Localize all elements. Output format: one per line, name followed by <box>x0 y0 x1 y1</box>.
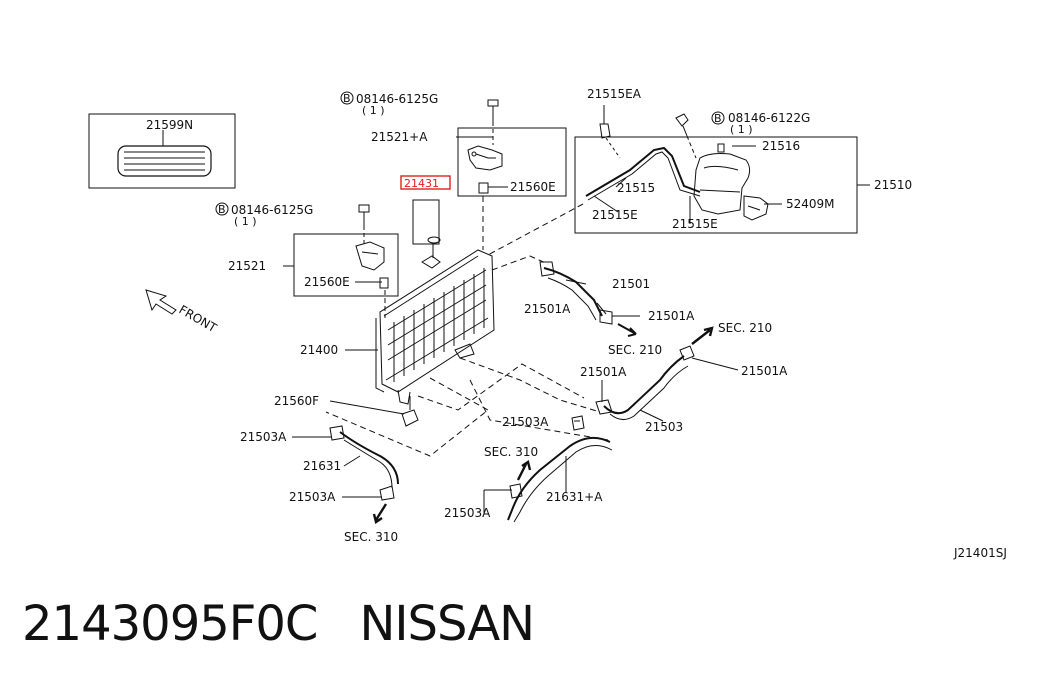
label-21515e-a: 21515E <box>592 208 638 222</box>
label-21503a-1: 21503A <box>240 430 287 444</box>
arrow-icon <box>617 323 637 337</box>
cap-seal-icon <box>427 236 441 244</box>
label-21431: 21431 <box>404 177 439 190</box>
label-sec210-a: SEC. 210 <box>718 321 772 335</box>
arrow-icon-3 <box>372 503 388 524</box>
bracket-upper-icon <box>467 145 503 171</box>
label-21521: 21521 <box>228 259 266 273</box>
bolt-symbol-c-letter: B <box>714 112 722 125</box>
label-21503: 21503 <box>645 420 683 434</box>
label-21501a-2: 21501A <box>648 309 695 323</box>
bolt-symbol-b-icon <box>215 202 229 216</box>
label-sec210-b: SEC. 210 <box>608 343 662 357</box>
bolt-symbol-b-letter: B <box>218 203 226 216</box>
hose-21631a-icon <box>507 436 611 521</box>
label-21516: 21516 <box>762 139 800 153</box>
bolt-icon-2 <box>358 204 370 226</box>
label-front: FRONT <box>177 302 220 335</box>
bolt-symbol-a-icon <box>340 91 354 105</box>
label-21510: 21510 <box>874 178 912 192</box>
label-21560e-left: 21560E <box>304 275 350 289</box>
label-21515: 21515 <box>617 181 655 195</box>
arrow-icon-2 <box>691 326 714 345</box>
label-bolt-c: 08146-6122G <box>728 111 810 125</box>
label-bolt-a: 08146-6125G <box>356 92 438 106</box>
label-21599n-box <box>88 113 236 189</box>
rubber-21560f-icon <box>401 409 419 427</box>
label-21501: 21501 <box>612 277 650 291</box>
label-21515ea: 21515EA <box>587 87 642 101</box>
label-52409m: 52409M <box>786 197 835 211</box>
hose-21515-icon <box>585 146 701 197</box>
label-21503a-3: 21503A <box>289 490 336 504</box>
reservoir-tank-icon <box>693 153 751 215</box>
label-21560e-top: 21560E <box>510 180 556 194</box>
label-21631: 21631 <box>303 459 341 473</box>
label-bolt-b-qty: ( 1 ) <box>234 215 257 228</box>
bracket-lower-icon <box>355 241 385 271</box>
bolt-symbol-a-letter: B <box>343 92 351 105</box>
label-bolt-a-qty: ( 1 ) <box>362 104 385 117</box>
rubber-mount-icon-2 <box>379 277 389 289</box>
label-sec310-a: SEC. 310 <box>484 445 538 459</box>
bracket-21521-box <box>293 233 399 297</box>
label-21515e-b: 21515E <box>672 217 718 231</box>
label-bolt-b: 08146-6125G <box>231 203 313 217</box>
bolt-symbol-c-icon <box>711 111 725 125</box>
diagram-code: J21401SJ <box>953 546 1007 560</box>
label-plate-icon <box>117 145 212 177</box>
hose-21631-icon <box>339 431 399 485</box>
label-21431-box <box>412 199 440 245</box>
label-21400: 21400 <box>300 343 338 357</box>
label-21501a-3: 21501A <box>580 365 627 379</box>
bracket-21521a-box <box>457 127 567 197</box>
label-21501a-4: 21501A <box>741 364 788 378</box>
arrow-icon-4 <box>516 460 532 481</box>
part-number: 2143095F0C <box>22 596 318 652</box>
label-21521a: 21521+A <box>371 130 428 144</box>
highlight-21431 <box>400 175 451 190</box>
front-arrow-icon <box>145 289 177 315</box>
reservoir-bracket-icon <box>743 195 769 221</box>
label-21501a-1: 21501A <box>524 302 571 316</box>
bolt-icon <box>487 99 499 122</box>
label-21599n: 21599N <box>146 118 193 132</box>
part-footer: 2143095F0C NISSAN <box>22 596 535 652</box>
label-bolt-c-qty: ( 1 ) <box>730 123 753 136</box>
label-sec310-b: SEC. 310 <box>344 530 398 544</box>
label-21560f: 21560F <box>274 394 319 408</box>
label-21503a-2: 21503A <box>502 415 549 429</box>
clip-icon <box>599 123 611 139</box>
rubber-mount-icon <box>478 182 489 194</box>
hose-clamp-icon <box>539 261 555 277</box>
brand-name: NISSAN <box>359 596 535 652</box>
radiator-icon <box>375 249 495 405</box>
label-21631a: 21631+A <box>546 490 603 504</box>
bolt-icon-3 <box>675 113 689 137</box>
label-21503a-4: 21503A <box>444 506 491 520</box>
